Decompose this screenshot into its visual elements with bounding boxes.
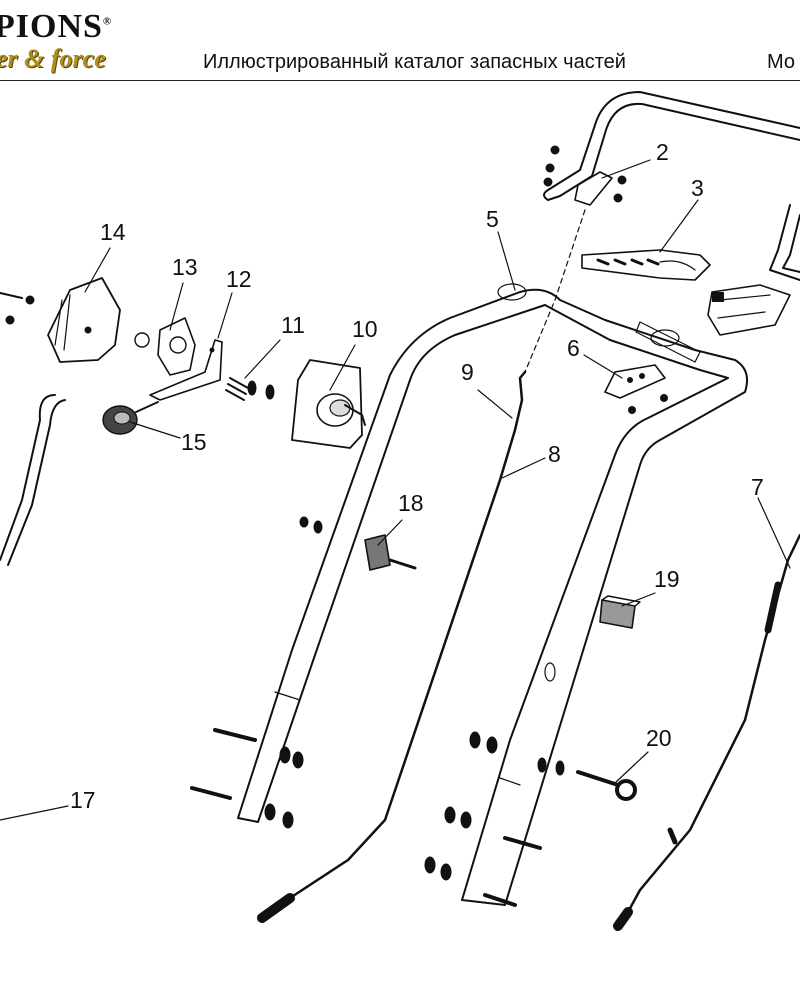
part-3-lever xyxy=(581,249,711,281)
callout-18: 18 xyxy=(398,490,424,516)
callout-5: 5 xyxy=(486,206,499,232)
page-title: Иллюстрированный каталог запасных частей xyxy=(203,51,626,73)
part-5-handle-frame xyxy=(237,283,748,906)
part-13-gear-plate xyxy=(134,317,196,376)
callout-15: 15 xyxy=(181,429,207,455)
part-6-bracket-plate xyxy=(604,364,668,414)
callout-13: 13 xyxy=(172,254,198,280)
callout-11: 11 xyxy=(281,312,305,338)
callout-9: 9 xyxy=(461,359,474,385)
header-divider xyxy=(0,80,800,81)
part-8-9-cable xyxy=(257,209,586,923)
part-2-bracket xyxy=(543,145,627,206)
callout-19: 19 xyxy=(654,566,680,592)
part-10-housing xyxy=(291,359,366,449)
part-18-clamp-block xyxy=(299,516,417,571)
brand-logo: PIONS® xyxy=(0,8,112,46)
right-fasteners xyxy=(424,731,542,907)
callout-14: 14 xyxy=(100,219,126,245)
switch-box xyxy=(707,284,791,336)
upper-bail-handle xyxy=(543,91,800,281)
callout-20: 20 xyxy=(646,725,672,751)
callout-12: 12 xyxy=(226,266,252,292)
part-12-link-plate xyxy=(149,339,223,401)
part-14-cover xyxy=(0,277,121,363)
part-20-eye-bolt xyxy=(537,757,637,801)
callout-2: 2 xyxy=(656,139,669,165)
part-7-cable xyxy=(613,533,800,931)
leader-lines xyxy=(0,159,791,821)
left-fasteners xyxy=(190,728,304,829)
callout-3: 3 xyxy=(691,175,704,201)
callout-6: 6 xyxy=(567,335,580,361)
part-17-loop-cable xyxy=(0,394,66,566)
callout-10: 10 xyxy=(352,316,378,342)
brand-tagline: er & force xyxy=(0,44,106,73)
callout-labels: 2 3 5 6 7 8 9 10 11 12 13 14 15 17 18 19… xyxy=(70,139,764,813)
model-label: Мо xyxy=(767,51,796,73)
callout-8: 8 xyxy=(548,441,561,467)
page-header: PIONS® er & force Иллюстрированный катал… xyxy=(0,0,800,81)
part-15-knob xyxy=(102,401,159,435)
callout-7: 7 xyxy=(751,474,764,500)
part-19-block xyxy=(599,595,641,629)
brand-name: PIONS xyxy=(0,8,103,45)
part-11-spring xyxy=(225,377,275,401)
callout-17: 17 xyxy=(70,787,96,813)
